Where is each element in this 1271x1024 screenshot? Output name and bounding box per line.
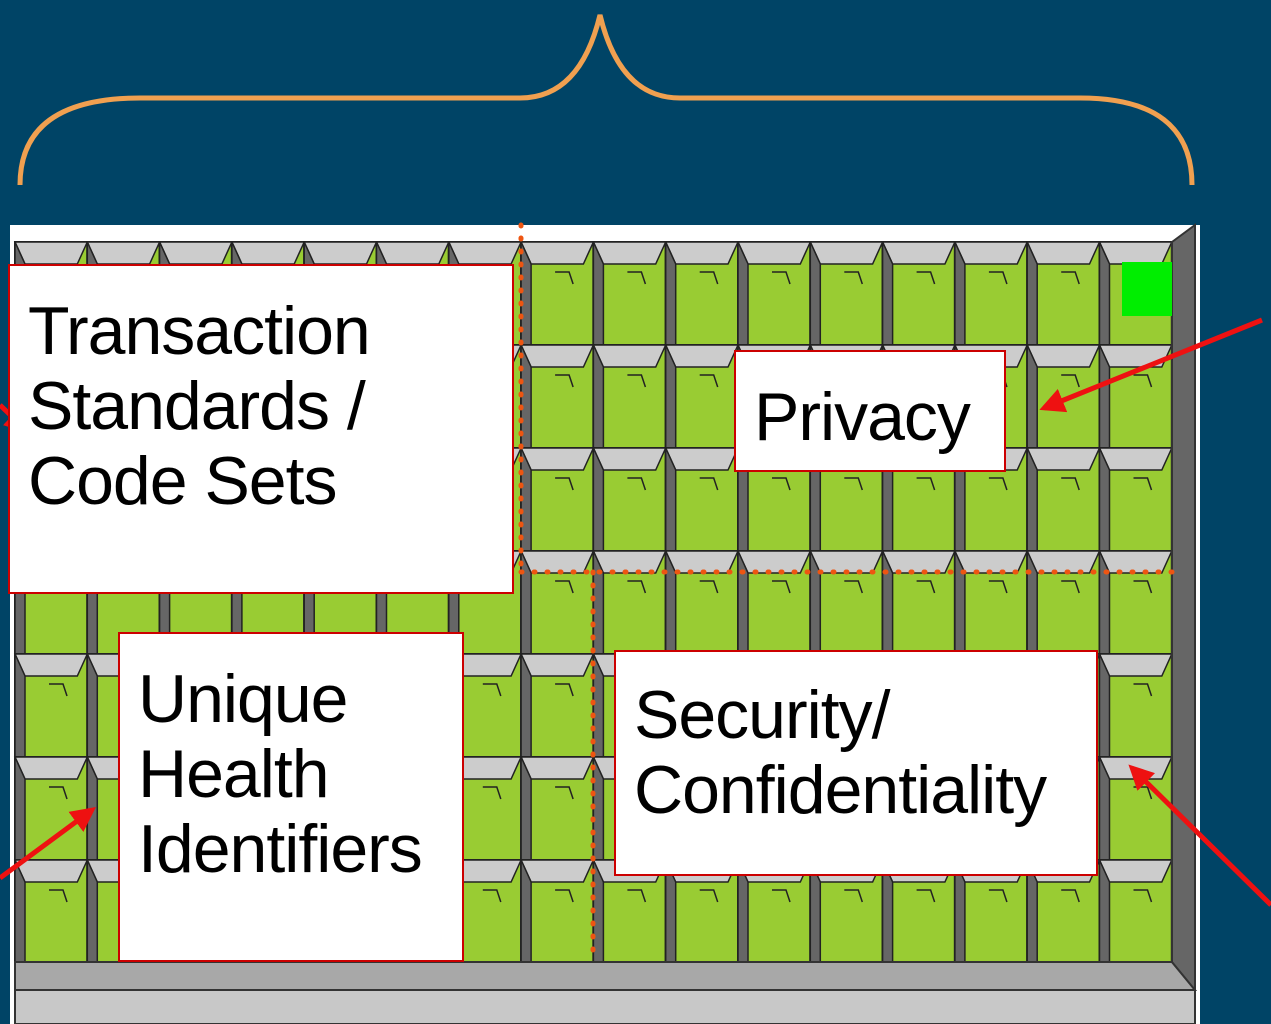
mailbox-cell [1026, 550, 1101, 655]
mailbox-cell [519, 653, 595, 758]
mailbox-cell [1026, 344, 1101, 449]
mailbox-cell [1098, 653, 1173, 758]
grid-right-side [1171, 223, 1196, 993]
mailbox-cell [13, 756, 89, 861]
mailbox-cell [809, 241, 884, 346]
mailbox-cell [1026, 241, 1101, 346]
mailbox-cell [592, 447, 667, 552]
mailbox-cell [519, 859, 595, 964]
mailbox-cell [664, 344, 740, 449]
mailbox-cell [519, 344, 595, 449]
mailbox-cell [592, 241, 667, 346]
curly-brace [17, 14, 1195, 186]
mailbox-cell [1098, 447, 1173, 552]
mailbox-cell [519, 550, 595, 655]
mailbox-cell [881, 241, 957, 346]
mailbox-cell [1098, 344, 1173, 449]
mailbox-cell [736, 241, 812, 346]
arrow-unique [0, 807, 97, 881]
mailbox-cell [736, 859, 812, 964]
mailbox-cell [592, 550, 667, 655]
mailbox-cell [664, 550, 740, 655]
mailbox-cell [519, 756, 595, 861]
mailbox-cell [809, 550, 884, 655]
mailbox-cell [736, 550, 812, 655]
label-unique-health-identifiers: Unique Health Identifiers [118, 632, 464, 962]
mailbox-cell [953, 241, 1029, 346]
mailbox-cell [1098, 550, 1173, 655]
label-transaction-standards: Transaction Standards / Code Sets [8, 264, 514, 594]
arrow-privacy [1039, 317, 1263, 413]
mailbox-cell [519, 447, 595, 552]
tray-bevel [14, 961, 1198, 991]
mailbox-cell [519, 241, 595, 346]
mailbox-cell [664, 447, 740, 552]
mailbox-cell [1098, 859, 1173, 964]
mailbox-cell [881, 550, 957, 655]
mailbox-cell [953, 550, 1029, 655]
mailbox-cell [1026, 447, 1101, 552]
mailbox-cell [592, 344, 667, 449]
label-security-confidentiality: Security/ Confidentiality [614, 650, 1098, 876]
tray-front [14, 989, 1196, 1024]
mailbox-cell [13, 859, 89, 964]
mailbox-cell [664, 241, 740, 346]
mailbox-cell [13, 653, 89, 758]
label-privacy: Privacy [734, 350, 1006, 472]
highlight-cell [1122, 262, 1172, 316]
arrow-security [1128, 764, 1271, 907]
